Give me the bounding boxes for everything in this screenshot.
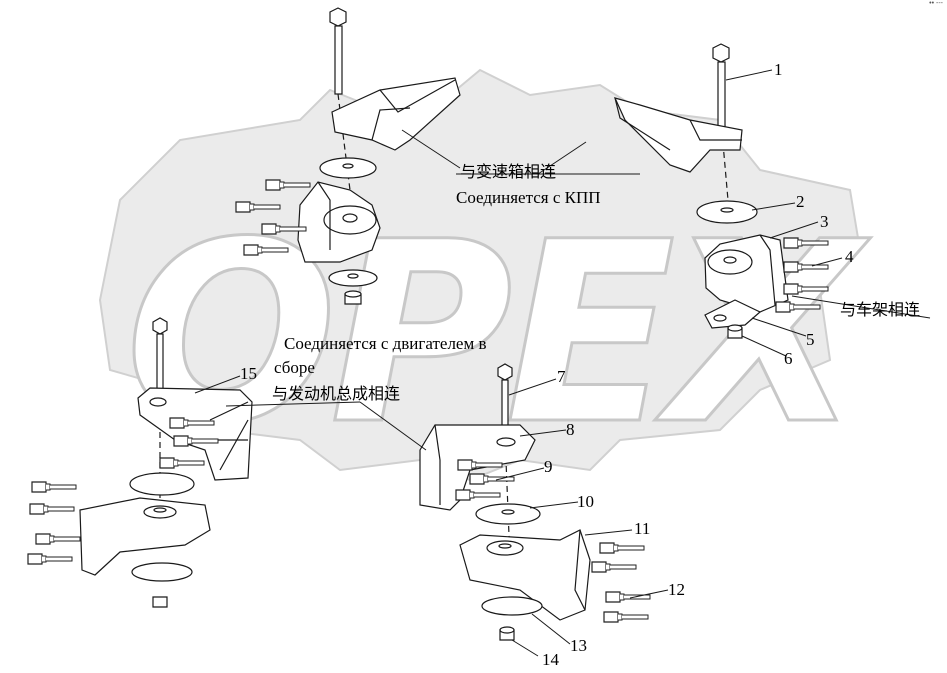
part-number-3: 3 bbox=[820, 212, 829, 231]
caption-engine-cn: 与发动机总成相连 bbox=[272, 386, 401, 403]
top-left-mount bbox=[235, 7, 461, 305]
part-number-4: 4 bbox=[845, 247, 854, 266]
caption-gearbox-cn: 与变速箱相连 bbox=[460, 164, 557, 181]
middle-engine-mount bbox=[419, 363, 651, 641]
caption-gearbox-ru: Соединяется с КПП bbox=[456, 188, 601, 207]
left-engine-mount bbox=[27, 317, 253, 608]
part-number-11: 11 bbox=[634, 519, 651, 538]
part-number-8: 8 bbox=[566, 420, 575, 439]
part-number-2: 2 bbox=[796, 192, 805, 211]
part-number-13: 13 bbox=[570, 636, 587, 655]
part-number-12: 12 bbox=[668, 580, 685, 599]
part-number-5: 5 bbox=[806, 330, 815, 349]
part-number-7: 7 bbox=[557, 367, 566, 386]
leader-lines bbox=[194, 69, 931, 657]
corner-mark: •• --- bbox=[929, 0, 943, 7]
part-number-10: 10 bbox=[577, 492, 594, 511]
part-number-15: 15 bbox=[240, 364, 257, 383]
part-number-9: 9 bbox=[544, 457, 553, 476]
caption-frame-cn: 与车架相连 bbox=[840, 302, 921, 319]
part-number-6: 6 bbox=[784, 349, 793, 368]
part-number-1: 1 bbox=[774, 60, 783, 79]
caption-engine-ru-line2: сборе bbox=[274, 358, 315, 377]
top-right-mount bbox=[613, 43, 829, 339]
caption-engine-ru-line1: Соединяется с двигателем в bbox=[284, 334, 487, 353]
part-number-14: 14 bbox=[542, 650, 559, 669]
